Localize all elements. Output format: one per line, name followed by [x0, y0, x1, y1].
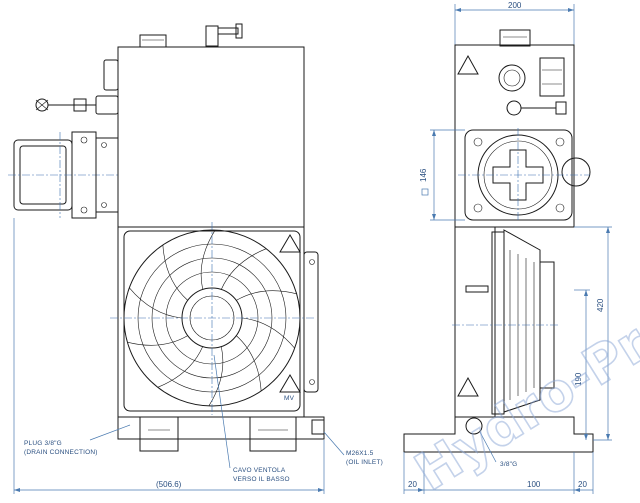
fan-shroud	[503, 229, 541, 413]
breather-fitting	[205, 25, 219, 47]
dim-base-center: 100	[527, 480, 541, 489]
dim-base-left: 20	[408, 480, 417, 489]
oil-inlet-port	[311, 419, 325, 435]
side-plug-upper	[103, 59, 119, 91]
note-plug-line1: PLUG 3/8"G	[24, 440, 62, 447]
dim-height-lower: 190	[574, 372, 583, 386]
foot-left	[139, 416, 179, 452]
fan-spoke	[236, 290, 297, 301]
note-inlet-line1: M26X1.5	[346, 450, 374, 457]
tank-body	[117, 46, 305, 228]
note-fan-line1: CAVO VENTOLA	[233, 467, 286, 474]
warning-triangle-side	[457, 54, 479, 75]
fan-spoke	[127, 335, 188, 346]
fan-spoke	[208, 346, 224, 407]
fan-spoke	[200, 229, 216, 290]
plate-mark: MV	[284, 395, 295, 402]
arrow-label	[465, 285, 489, 293]
drain-port	[465, 417, 483, 435]
cooler-core	[491, 231, 505, 415]
note-fan-line2: VERSO IL BASSO	[233, 476, 290, 483]
watermark: Hydro-Pro	[405, 295, 640, 503]
dim-height-total: 420	[596, 298, 605, 312]
base-side	[403, 416, 594, 453]
foot-right	[249, 416, 297, 452]
filler-cap	[139, 34, 167, 48]
dim-width-top: 200	[508, 1, 522, 10]
cross-knob	[492, 149, 544, 201]
motor-terminal-box	[561, 157, 591, 187]
cooler-side-body	[454, 226, 496, 418]
dim-base-right: 20	[578, 480, 587, 489]
fan-spoke	[129, 287, 183, 319]
note-inlet-line2: (OIL INLET)	[346, 459, 383, 466]
side-view: 200 146	[403, 1, 612, 494]
filler-cap-side	[499, 29, 531, 47]
note-port: 3/8"G	[500, 461, 517, 468]
fan-spoke	[220, 248, 267, 290]
cooler-frame	[117, 226, 305, 418]
tank-side	[454, 44, 575, 228]
fan-spoke	[241, 317, 295, 349]
warning-triangle-lower	[457, 376, 479, 397]
note-plug-line2: (DRAIN CONNECTION)	[24, 449, 98, 456]
warning-triangle-top	[279, 234, 301, 253]
fan-spoke	[162, 244, 188, 301]
filter-housing	[539, 57, 565, 97]
fan-spokes	[127, 229, 297, 407]
level-gauge	[95, 95, 119, 115]
front-view: MV (506.6) PLUG 3/8"G (DRAIN CONNECTI	[8, 23, 383, 494]
side-rib	[303, 251, 319, 393]
valve-handwheel	[35, 98, 49, 112]
warning-triangle-bottom	[279, 374, 301, 393]
valve-side	[506, 100, 522, 116]
dim-overall-length: (506.6)	[156, 480, 182, 489]
base-bar	[117, 416, 325, 440]
sight-glass	[498, 64, 526, 92]
fan-spoke	[157, 346, 204, 388]
fan-spoke	[236, 335, 262, 392]
dim-square-plate: 146	[419, 168, 428, 182]
